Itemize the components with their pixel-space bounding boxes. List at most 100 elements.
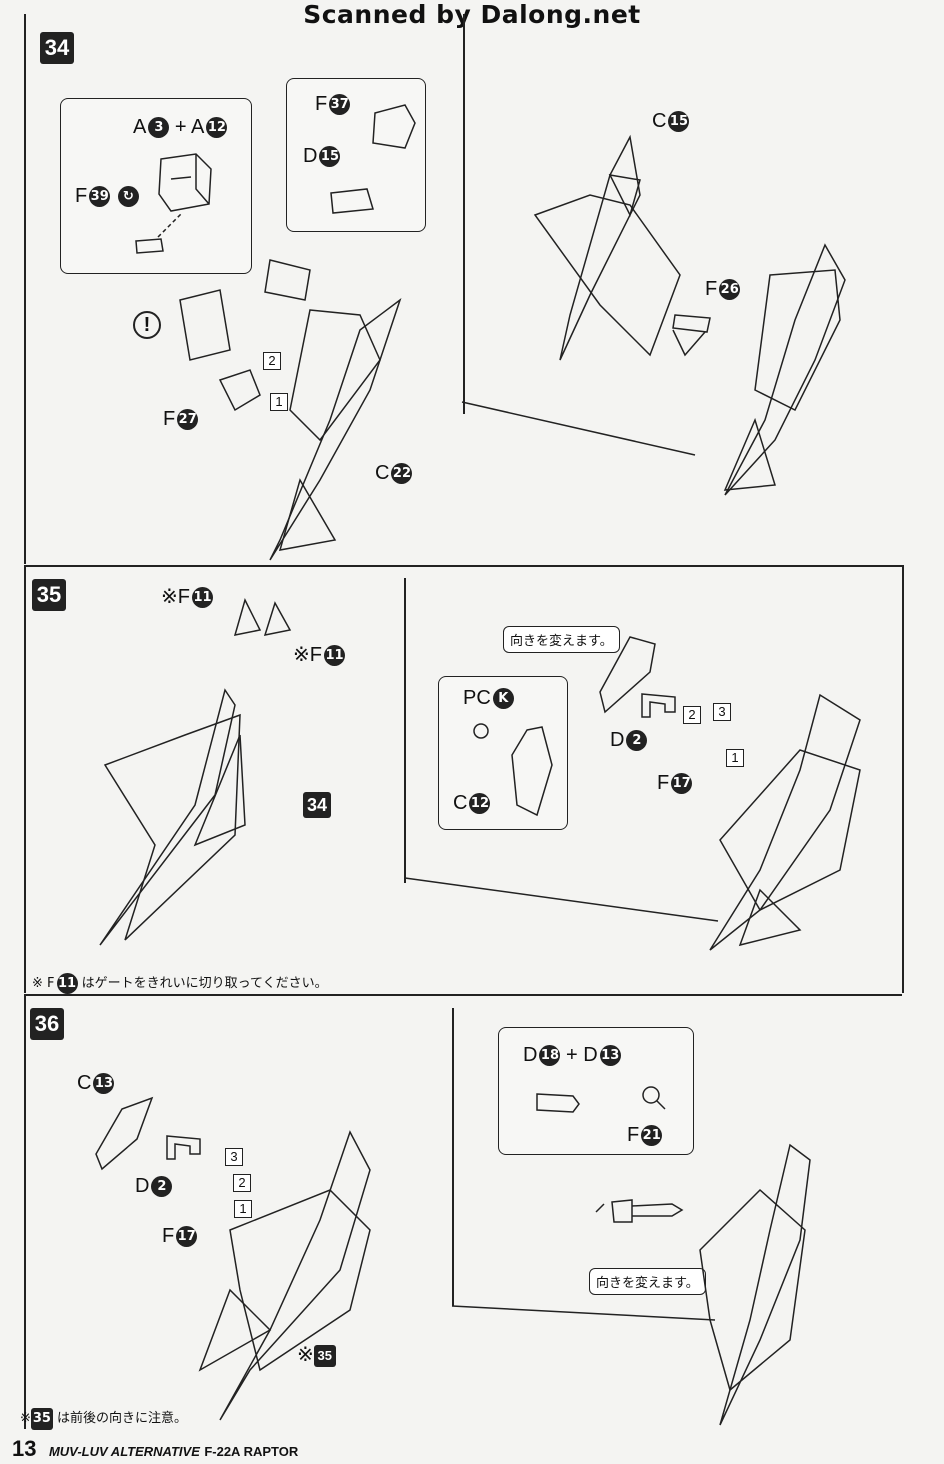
step-36-note: ※35 は前後の向きに注意。 [20, 1407, 187, 1430]
divider-34-35 [24, 565, 902, 567]
part-d15-badge: 15 [319, 146, 341, 168]
note-prefix: ※ F [32, 976, 55, 991]
order-box-1: 1 [234, 1200, 252, 1218]
leader-line-36 [451, 1305, 716, 1321]
part-f-letter: F [627, 1124, 640, 1146]
step-35-arm-cover [599, 636, 656, 714]
step-35-number: 35 [32, 579, 66, 611]
frame-right-35 [902, 565, 904, 993]
step-36-ref-35: ※35 [297, 1342, 336, 1367]
part-f-letter: ※F [293, 644, 322, 666]
part-f17-badge: 17 [671, 773, 693, 795]
part-f-letter: F [315, 93, 328, 115]
divider-35-36 [24, 994, 902, 996]
part-d-letter: D [610, 729, 625, 751]
page-number: 13 [12, 1436, 37, 1461]
part-c-letter: C [77, 1072, 92, 1094]
f21-ball-drawing [642, 1086, 666, 1110]
order-box-1: 1 [726, 749, 744, 767]
step-35-left-assembly [99, 597, 292, 946]
part-d2-badge: 2 [151, 1176, 173, 1198]
part-f27-badge: 27 [177, 409, 199, 431]
part-d-letter: D [135, 1175, 150, 1197]
part-f-letter: F [75, 185, 88, 207]
part-c-letter: C [375, 462, 390, 484]
part-d2-badge: 2 [626, 730, 648, 752]
step-34-main-assembly [179, 259, 402, 561]
note-text: は前後の向きに注意。 [57, 1411, 188, 1426]
pc-cap-drawing [473, 723, 489, 739]
divider-34-vertical [463, 14, 465, 414]
frame-left-36 [24, 994, 26, 1429]
leader-line-35 [404, 877, 719, 922]
order-box-2: 2 [233, 1174, 251, 1192]
order-box-2: 2 [263, 352, 281, 370]
series-name: MUV-LUV ALTERNATIVE [48, 1444, 200, 1459]
part-d-letter: D [523, 1044, 538, 1066]
arrow-dashed [157, 212, 183, 238]
step-34-right-assembly-bottom [672, 243, 846, 496]
step-35-right-assembly [709, 693, 861, 951]
plus-sign: + [174, 116, 187, 138]
frame-left-34 [24, 14, 26, 564]
part-a-letter: A [133, 116, 147, 138]
c12-part-drawing [511, 726, 553, 817]
joint-block-drawing [158, 153, 212, 212]
part-pc-letter: PC [463, 687, 491, 709]
part-c-letter: C [453, 792, 468, 814]
step-35-rotate-bubble: 向きを変えます。 [503, 626, 620, 653]
part-pck-badge: K [492, 688, 514, 710]
step-36-right-assembly [699, 1143, 811, 1426]
order-box-1: 1 [270, 393, 288, 411]
part-f11-badge: 11 [191, 587, 213, 609]
step-34-number: 34 [40, 32, 74, 64]
part-a-letter-2: A [191, 116, 205, 138]
step-35-ref-34: 34 [303, 792, 331, 818]
part-d18-badge: 18 [539, 1045, 561, 1067]
note-text: はゲートをきれいに切り取ってください。 [81, 976, 328, 991]
note-step-35-badge: 35 [30, 1407, 53, 1430]
shoulder-base-drawing [330, 188, 374, 214]
part-f39-badge: 39 [89, 186, 111, 208]
part-f-letter: ※F [161, 586, 190, 608]
part-c12-badge: 12 [469, 793, 491, 815]
part-f26-badge: 26 [719, 279, 741, 301]
order-box-3: 3 [225, 1148, 243, 1166]
part-d-letter-2: D [583, 1044, 598, 1066]
step-36-d2-drawing [166, 1135, 201, 1160]
plus-sign: + [566, 1044, 578, 1066]
ref-prefix: ※ [297, 1344, 314, 1366]
part-f11-badge: 11 [323, 645, 345, 667]
step-36-left-assembly [198, 1130, 371, 1421]
part-c13-badge: 13 [93, 1073, 115, 1095]
part-f-letter: F [705, 278, 718, 300]
part-a3-badge: 3 [148, 117, 170, 139]
part-c22-badge: 22 [391, 463, 413, 485]
step-36-hand-arm-drawing [595, 1199, 684, 1223]
part-f-letter: F [163, 408, 176, 430]
warning-mark: ! [133, 311, 161, 339]
leader-line-34 [461, 401, 696, 456]
note-prefix: ※ [20, 1411, 31, 1426]
watermark: Scanned by Dalong.net [303, 0, 641, 29]
part-f-letter: F [657, 772, 670, 794]
d18-drawing [536, 1093, 580, 1113]
ref-step-35-badge: 35 [313, 1344, 336, 1367]
